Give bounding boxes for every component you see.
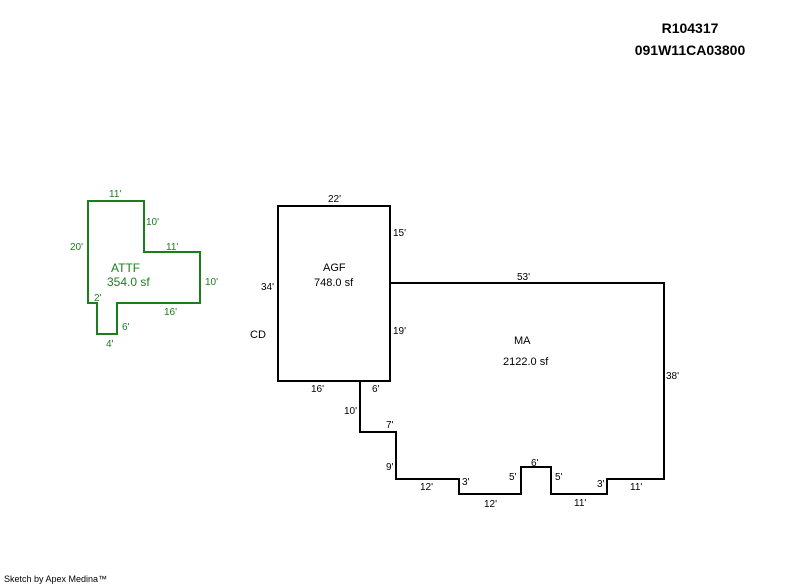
ma-outline <box>359 282 665 495</box>
ma-step-9-dim: 9' <box>386 462 394 473</box>
attf-tab-right-dim: 6' <box>122 322 130 333</box>
ma-notch-6-dim: 6' <box>531 458 539 469</box>
ma-step-5a-dim: 5' <box>509 472 517 483</box>
agf-top-dim: 22' <box>328 194 341 205</box>
agf-right-lower-dim: 19' <box>393 326 406 337</box>
attf-tab-left-dim: 2' <box>94 293 102 304</box>
agf-name-label: AGF <box>323 262 346 274</box>
attf-name-label: ATTF <box>111 261 140 275</box>
attf-notch-right-dim: 10' <box>146 217 159 228</box>
agf-right-upper-dim: 15' <box>393 228 406 239</box>
footer-credit: Sketch by Apex Medina™ <box>4 574 108 584</box>
attf-tab-bottom-dim: 4' <box>106 339 114 350</box>
ma-bottom-11b-dim: 11' <box>630 482 642 493</box>
ma-name-label: MA <box>514 335 531 347</box>
cd-label: CD <box>250 329 266 341</box>
attf-area-label: 354.0 sf <box>107 275 150 289</box>
agf-outline <box>277 205 391 382</box>
ma-bottom-12a-dim: 12' <box>420 482 433 493</box>
ma-step-7-dim: 7' <box>386 420 394 431</box>
ma-bottom-11a-dim: 11' <box>574 498 586 509</box>
ma-bottom-12b-dim: 12' <box>484 499 497 510</box>
attf-bottom-dim: 16' <box>164 307 177 318</box>
ma-step-3a-dim: 3' <box>462 477 470 488</box>
attf-left-dim: 20' <box>70 242 83 253</box>
attf-top-dim: 11' <box>109 189 121 200</box>
ma-right-dim: 38' <box>666 371 679 382</box>
ma-area-label: 2122.0 sf <box>503 356 549 368</box>
parcel-id: 091W11CA03800 <box>634 42 746 58</box>
ma-top-dim: 53' <box>517 272 530 283</box>
attf-outline <box>87 200 201 335</box>
agf-left-dim: 34' <box>261 282 274 293</box>
agf-area-label: 748.0 sf <box>314 277 354 289</box>
ma-step-3b-dim: 3' <box>597 479 605 490</box>
agf-bottom-left-dim: 16' <box>311 384 324 395</box>
record-id: R104317 <box>661 20 719 36</box>
attf-right-dim: 10' <box>205 277 218 288</box>
ma-left-drop-dim: 10' <box>344 406 357 417</box>
agf-bottom-right-dim: 6' <box>372 384 380 395</box>
attf-step-dim: 11' <box>166 242 178 253</box>
ma-step-5b-dim: 5' <box>555 472 563 483</box>
